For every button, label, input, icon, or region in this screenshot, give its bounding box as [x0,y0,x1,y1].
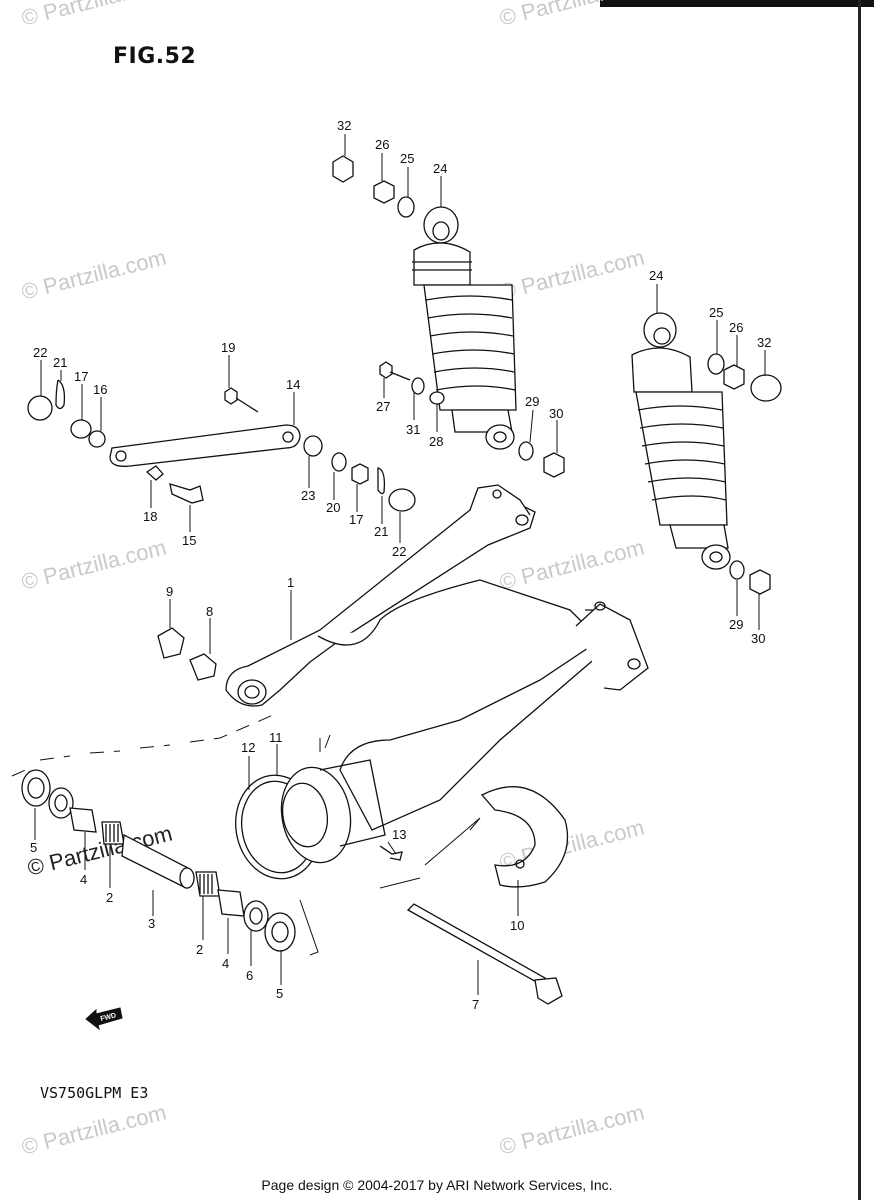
callout-28: 28 [429,434,443,449]
callout-8: 8 [206,604,213,619]
pivot-bearings-and-shaft [21,769,296,952]
callout-17b: 17 [349,512,363,527]
callout-20: 20 [326,500,340,515]
callout-6: 6 [246,968,253,983]
callout-2a: 2 [106,890,113,905]
callout-labels: 32 26 25 24 24 25 26 32 22 21 17 16 19 1… [30,118,771,1012]
callout-12: 12 [241,740,255,755]
pivot-bolt [406,903,563,1005]
callout-23: 23 [301,488,315,503]
callout-3: 3 [148,916,155,931]
page-footer: Page design © 2004-2017 by ARI Network S… [261,1177,613,1193]
callout-4a: 4 [80,872,87,887]
right-border-rule [858,0,861,1200]
callout-30a: 30 [549,406,563,421]
top-border-rule [600,0,874,7]
callout-29b: 29 [729,617,743,632]
callout-1: 1 [287,575,294,590]
callout-32a: 32 [337,118,351,133]
callout-5a: 5 [30,840,37,855]
callout-22a: 22 [33,345,47,360]
callout-24b: 24 [649,268,663,283]
callout-18: 18 [143,509,157,524]
callout-4b: 4 [222,956,229,971]
fwd-label: FWD [100,1012,117,1023]
callout-25a: 25 [400,151,414,166]
callout-7: 7 [472,997,479,1012]
callout-15: 15 [182,533,196,548]
callout-16: 16 [93,382,107,397]
swingarm [225,484,649,831]
callout-32b: 32 [757,335,771,350]
callout-19: 19 [221,340,235,355]
callout-21b: 21 [374,524,388,539]
figure-title: FIG.52 [113,44,197,69]
pivot-nut-and-lock [157,627,217,681]
leader-lines [34,134,766,995]
cushion-rod-assembly [27,379,416,512]
section-frame-lines [11,711,481,956]
callout-26a: 26 [375,137,389,152]
callout-25b: 25 [709,305,723,320]
callout-5b: 5 [276,986,283,1001]
callout-10: 10 [510,918,524,933]
callout-24a: 24 [433,161,447,176]
callout-13: 13 [392,827,406,842]
callout-11: 11 [269,730,283,745]
callout-27: 27 [376,399,390,414]
callout-30b: 30 [751,631,765,646]
callout-31: 31 [406,422,420,437]
callout-22b: 22 [392,544,406,559]
callout-17a: 17 [74,369,88,384]
shock-absorber-right [631,312,731,570]
dust-seal-and-flange [235,759,403,880]
callout-2b: 2 [196,942,203,957]
callout-14: 14 [286,377,300,392]
model-code: VS750GLPM E3 [40,1084,149,1102]
shock-absorber-left [412,206,517,450]
swingarm-cover [480,786,569,888]
callout-9: 9 [166,584,173,599]
callout-29a: 29 [525,394,539,409]
callout-21a: 21 [53,355,67,370]
fwd-arrow-icon: FWD [85,1007,123,1031]
callout-26b: 26 [729,320,743,335]
